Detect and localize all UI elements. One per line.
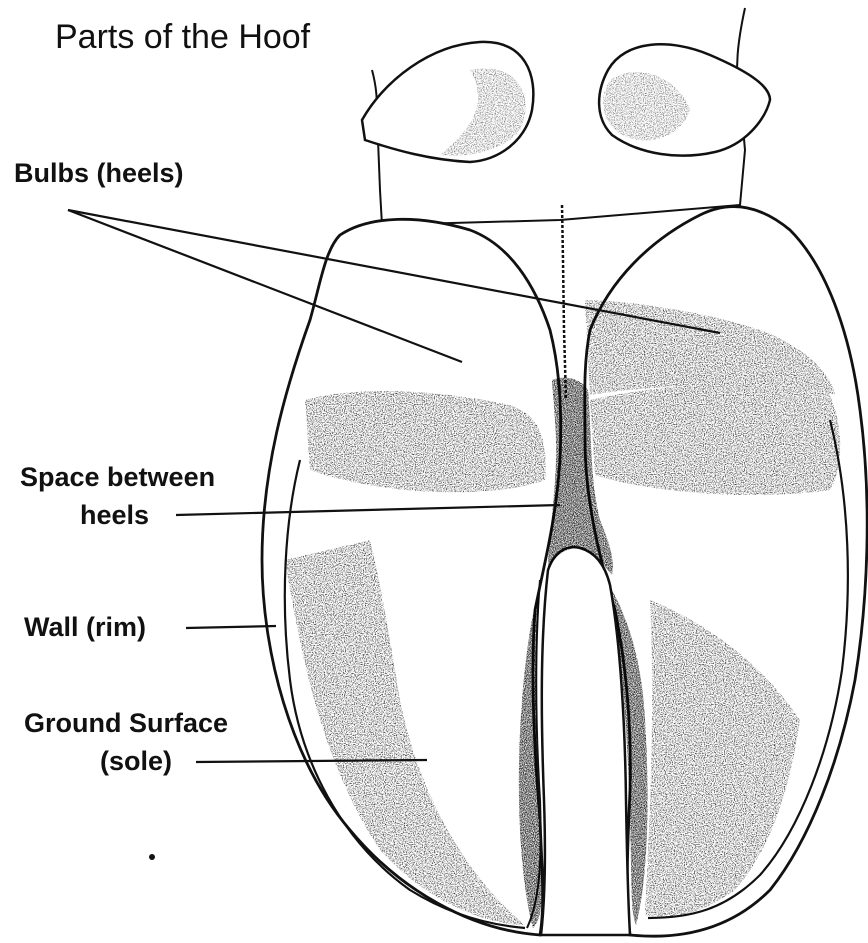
stray-dot: [149, 854, 155, 860]
label-wall: Wall (rim): [24, 612, 146, 643]
label-ground-surface-line2: (sole): [100, 746, 172, 777]
label-ground-surface-line1: Ground Surface: [24, 708, 228, 739]
label-space-between-line1: Space between: [20, 462, 215, 493]
diagram-title: Parts of the Hoof: [55, 18, 310, 57]
label-bulbs: Bulbs (heels): [14, 158, 184, 189]
callout-line-wall: [186, 626, 276, 628]
label-space-between-line2: heels: [80, 500, 149, 531]
